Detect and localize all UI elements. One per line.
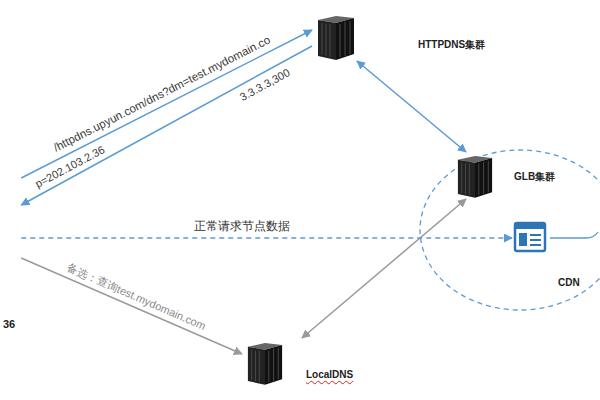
connector [302,199,466,338]
edge-label-holder: 正常请求节点数据 [192,220,292,233]
cdn-node: CDN [512,216,584,293]
cluster-region [420,150,600,310]
cdn-icon [515,223,545,251]
node-label: HTTPDNS集群 [418,38,485,51]
connector [21,30,312,178]
server-icon [318,16,354,60]
server-cluster: GLB集群 [452,152,559,199]
connector [357,61,466,152]
node-label: 36 [3,318,15,331]
connector [21,237,512,239]
server-icon [458,156,492,198]
node-label: LocalDNS [306,368,353,381]
server-cluster: HTTPDNS集群 [312,12,489,61]
client-node: 36 [0,170,21,333]
connector [21,258,242,354]
edge-label: 正常请求节点数据 [192,220,292,233]
server-node: LocalDNS [242,338,357,389]
edge-label: 备选：查询test.mydomain.com [62,260,209,333]
edge-label-holder: 备选：查询test.mydomain.com [62,260,209,333]
server-icon [248,343,282,385]
connector [21,46,312,205]
node-label: GLB集群 [514,170,555,183]
incoming-line [550,232,598,238]
node-label: CDN [558,276,580,289]
